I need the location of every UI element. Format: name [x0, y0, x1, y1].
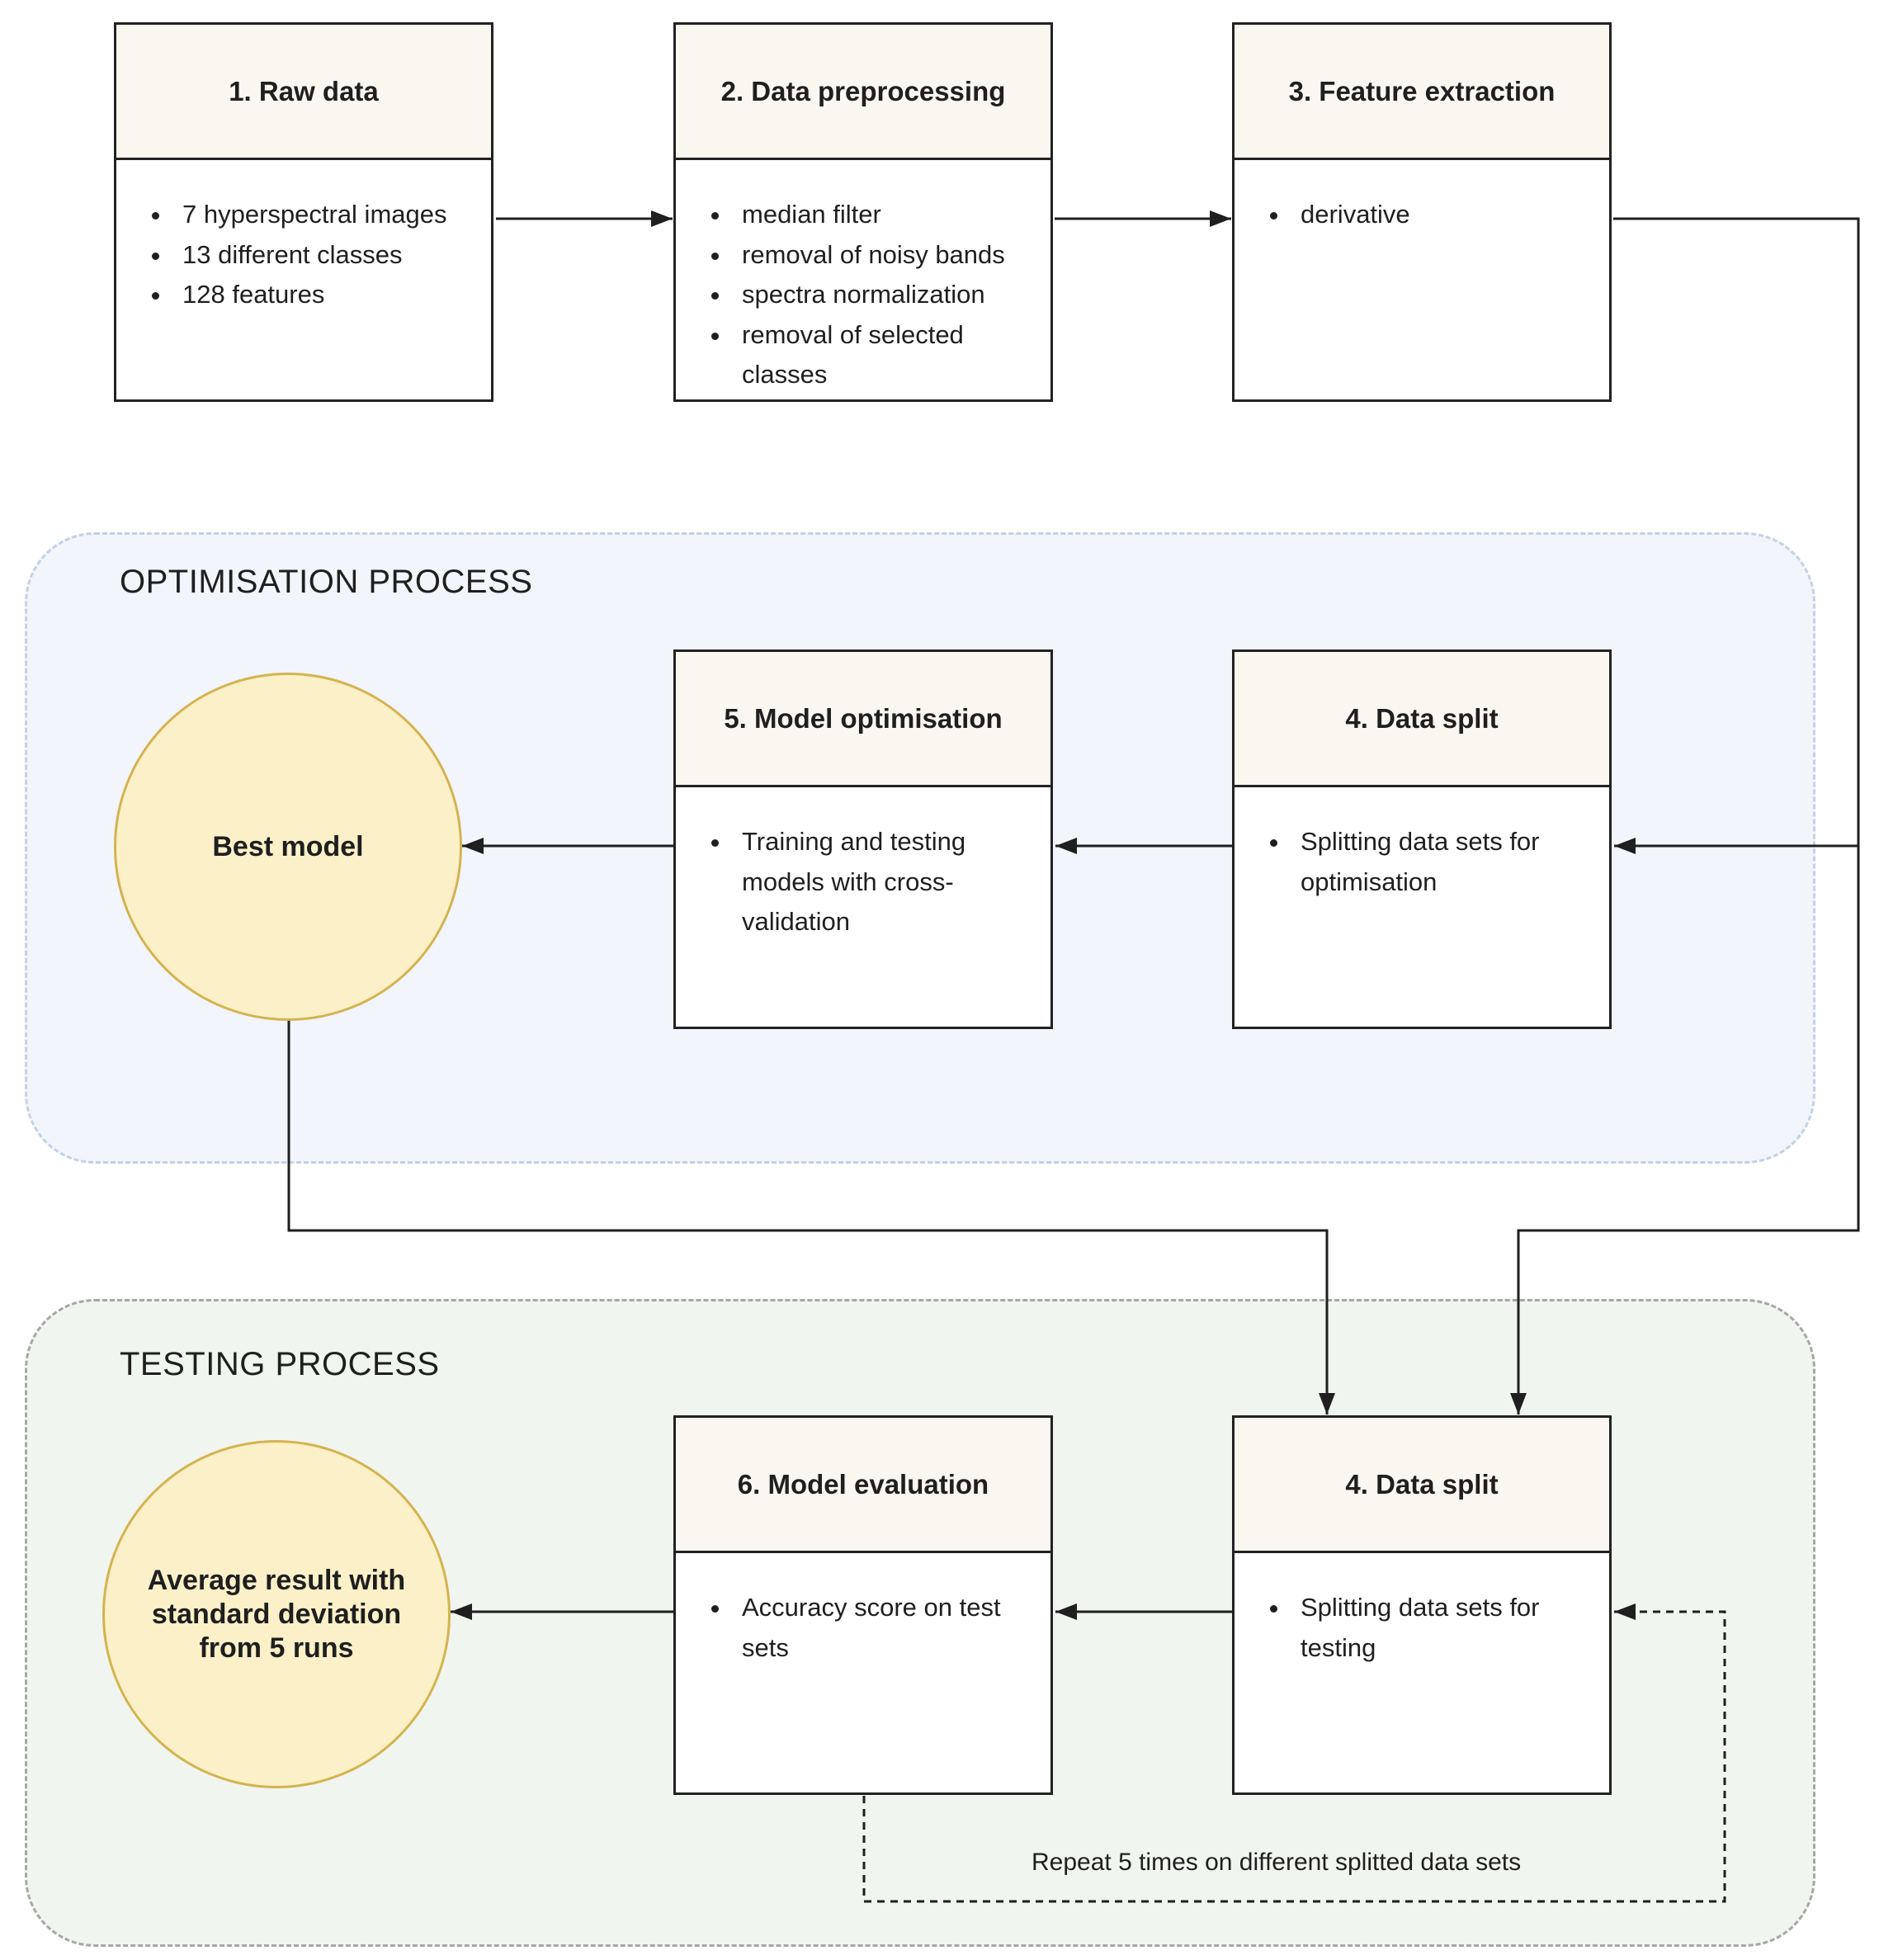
model-optimisation-box: 5. Model optimisation Training and testi…: [673, 649, 1053, 1029]
arrow-best-model-to-split-test: [287, 1020, 1335, 1415]
arrow-features-to-split-test: [1510, 846, 1860, 1415]
list-item: removal of selected classes: [707, 315, 1034, 395]
box-title: 5. Model optimisation: [676, 652, 1050, 787]
repeat-loop-arrow: [862, 1603, 1726, 1903]
list-item: removal of noisy bands: [707, 235, 1034, 276]
data-preprocessing-box: 2. Data preprocessing median filter remo…: [673, 22, 1053, 402]
box-title: 1. Raw data: [116, 25, 491, 160]
best-model-label: Best model: [212, 830, 364, 862]
feature-extraction-box: 3. Feature extraction derivative: [1232, 22, 1612, 402]
best-model-circle: Best model: [114, 673, 462, 1021]
arrow-features-to-split-opt: [1613, 217, 1860, 854]
average-result-line: standard deviation: [151, 1598, 402, 1630]
model-evaluation-box: 6. Model evaluation Accuracy score on te…: [673, 1415, 1053, 1795]
list-item: 7 hyperspectral images: [148, 195, 474, 235]
list-item: Training and testing models with cross-v…: [707, 822, 1034, 942]
list-item: 13 different classes: [148, 235, 474, 276]
data-split-testing-box: 4. Data split Splitting data sets for te…: [1232, 1415, 1612, 1795]
box-title: 6. Model evaluation: [676, 1418, 1050, 1553]
list-item: Splitting data sets for optimisation: [1266, 822, 1593, 902]
list-item: median filter: [707, 195, 1034, 235]
testing-region-title: TESTING PROCESS: [120, 1346, 440, 1382]
optimisation-region-title: OPTIMISATION PROCESS: [120, 564, 533, 600]
list-item: spectra normalization: [707, 275, 1034, 315]
average-result-line: Average result with: [147, 1564, 406, 1596]
data-split-optimisation-box: 4. Data split Splitting data sets for op…: [1232, 649, 1612, 1029]
list-item: Splitting data sets for testing: [1266, 1588, 1593, 1668]
list-item: derivative: [1266, 195, 1593, 235]
box-title: 2. Data preprocessing: [676, 25, 1050, 160]
box-title: 3. Feature extraction: [1235, 25, 1609, 160]
box-title: 4. Data split: [1235, 652, 1609, 787]
list-item: 128 features: [148, 275, 474, 315]
average-result-circle: Average result with standard deviation f…: [102, 1440, 451, 1788]
box-title: 4. Data split: [1235, 1418, 1609, 1553]
repeat-note: Repeat 5 times on different splitted dat…: [1032, 1849, 1522, 1876]
average-result-line: from 5 runs: [199, 1632, 354, 1664]
list-item: Accuracy score on test sets: [707, 1588, 1034, 1668]
raw-data-box: 1. Raw data 7 hyperspectral images 13 di…: [114, 22, 493, 402]
